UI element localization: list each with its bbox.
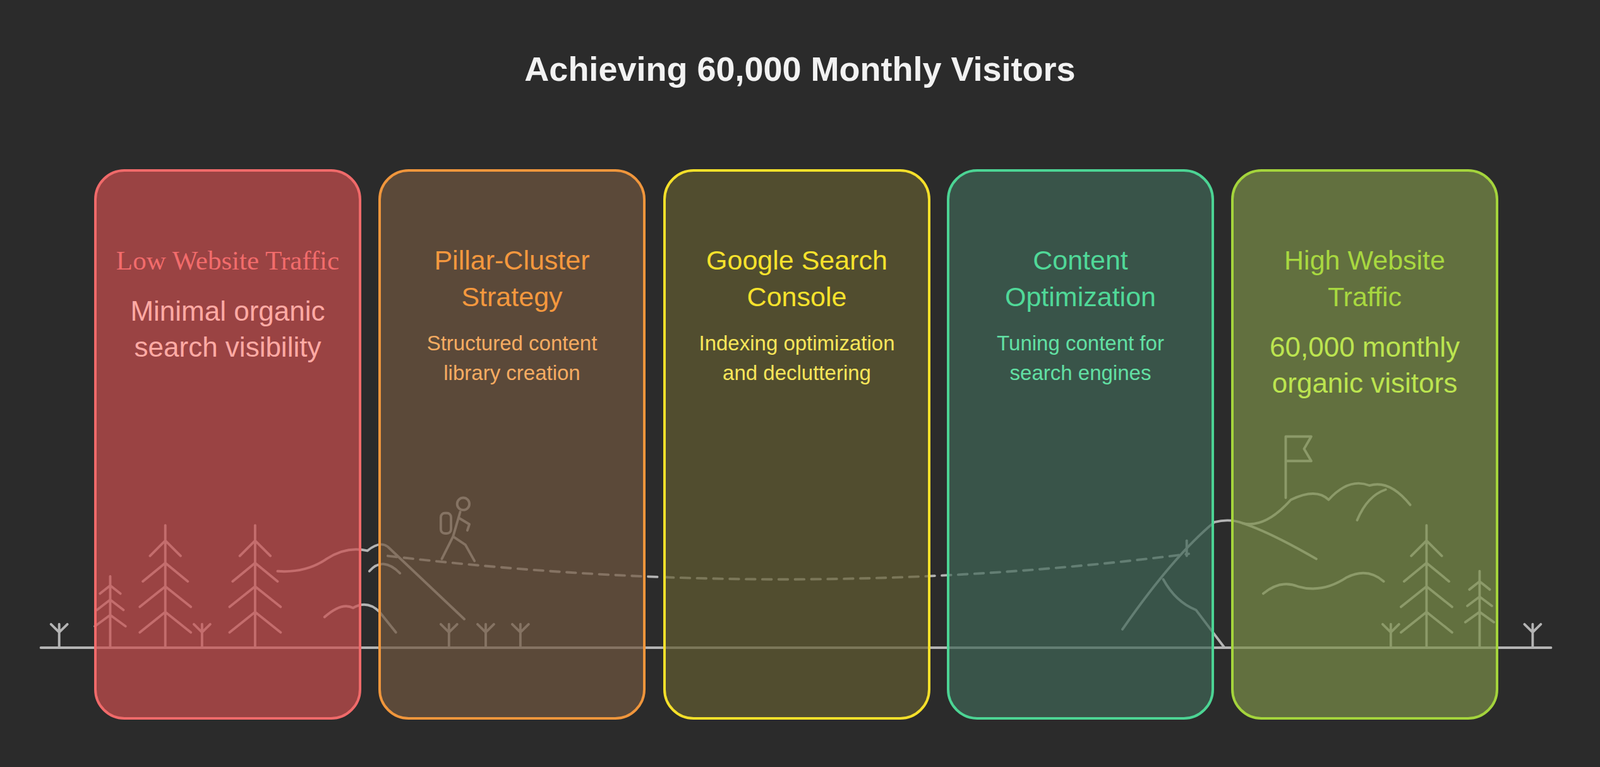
stage-box: Low Website TrafficMinimal organic searc… [94,169,362,721]
stage-heading: Content Optimization [967,242,1194,316]
stage-description: Indexing optimization and decluttering [683,329,911,389]
stage-box: Google Search ConsoleIndexing optimizati… [663,169,931,721]
stage-heading: Pillar-Cluster Strategy [398,242,626,316]
stage-box: Pillar-Cluster StrategyStructured conten… [378,169,646,721]
stage-heading: Low Website Traffic [114,242,342,280]
stage-box: High Website Traffic 60,000 monthly organ… [1231,169,1499,721]
stage-description: Tuning content for search engines [967,329,1194,389]
stage-description: Structured content library creation [398,329,626,389]
stage-heading: High Website Traffic [1251,242,1479,316]
stage-description: Minimal organic search visibility [114,293,342,366]
diagram-title: Achieving 60,000 Monthly Visitors [0,49,1600,89]
stage-box: Content OptimizationTuning content for s… [946,169,1215,721]
stage-heading: Google Search Console [683,242,911,316]
stage-description: 60,000 monthly organic visitors [1251,329,1479,402]
